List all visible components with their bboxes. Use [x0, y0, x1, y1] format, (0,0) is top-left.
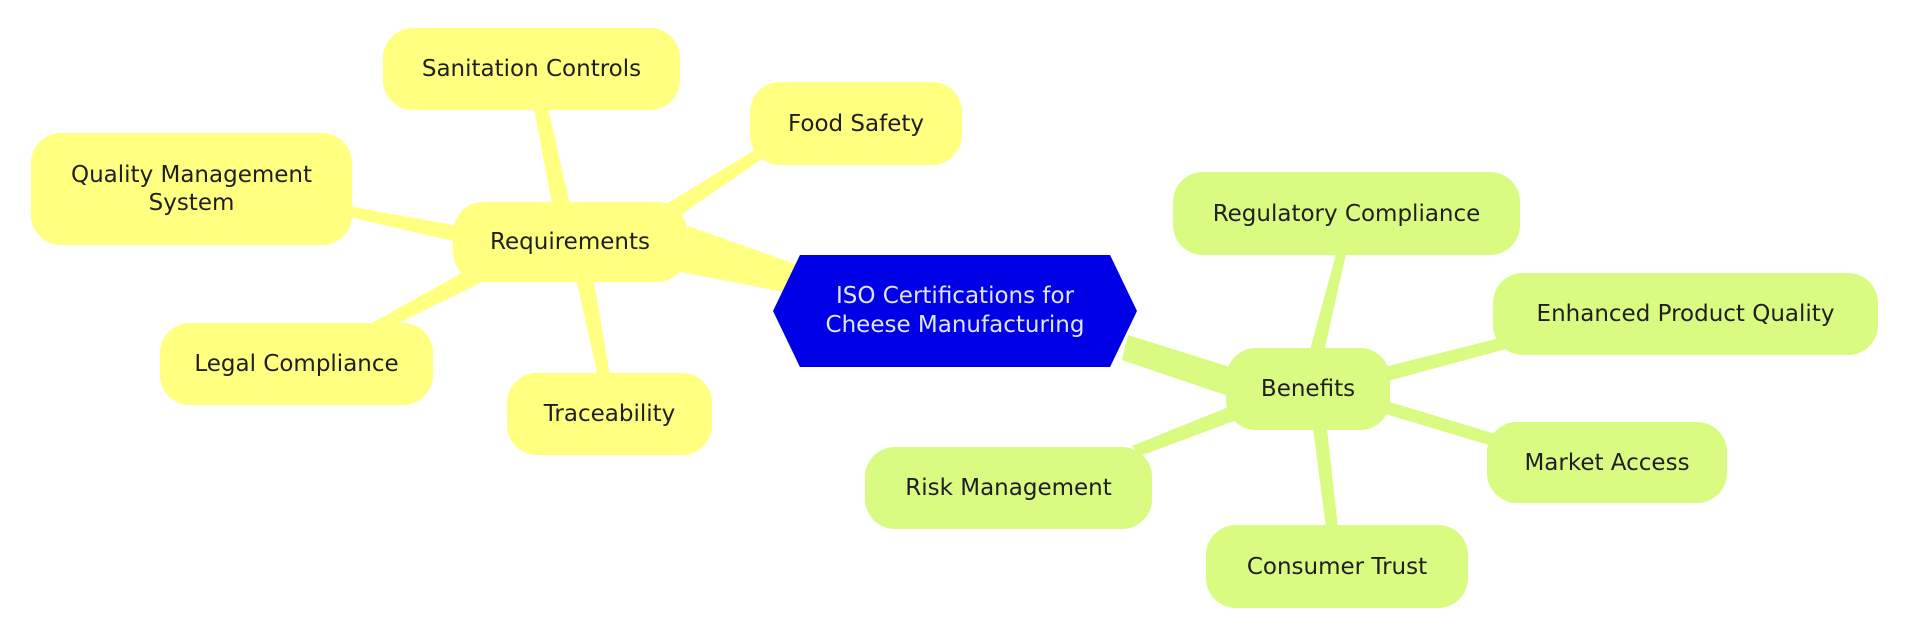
leaf-label: Sanitation Controls: [421, 56, 642, 82]
leaf-label: Risk Management: [905, 475, 1112, 501]
leaf-label: Traceability: [543, 401, 676, 427]
leaf-node-consumer-trust[interactable]: Consumer Trust: [1206, 525, 1468, 608]
leaf-label: Regulatory Compliance: [1212, 200, 1481, 227]
leaf-node-risk-management[interactable]: Risk Management: [865, 447, 1152, 529]
leaf-node-quality-management-system[interactable]: Quality Management System: [31, 133, 352, 245]
requirements-connectors: [345, 108, 812, 376]
branch-node-benefits[interactable]: Benefits: [1226, 348, 1390, 430]
edge-root-requirements: [680, 226, 812, 296]
benefits-connectors: [1122, 254, 1510, 528]
leaf-label: Market Access: [1524, 449, 1690, 476]
leaf-label: Quality Management System: [71, 162, 313, 216]
root-node-label: ISO Certifications for Cheese Manufactur…: [825, 283, 1085, 338]
edge-root-benefits: [1122, 335, 1246, 400]
leaf-node-regulatory-compliance[interactable]: Regulatory Compliance: [1173, 172, 1520, 255]
edge-requirements-legal: [370, 264, 490, 332]
edge-requirements-traceability: [574, 270, 610, 376]
leaf-node-food-safety[interactable]: Food Safety: [750, 82, 962, 165]
edge-benefits-risk: [1132, 404, 1242, 456]
root-node[interactable]: ISO Certifications for Cheese Manufactur…: [773, 255, 1137, 367]
leaf-label: Food Safety: [787, 110, 925, 137]
leaf-node-legal-compliance[interactable]: Legal Compliance: [160, 323, 433, 405]
leaf-node-market-access[interactable]: Market Access: [1487, 422, 1727, 503]
leaf-label: Consumer Trust: [1246, 553, 1428, 580]
edge-benefits-enhanced: [1380, 336, 1510, 382]
leaf-label: Enhanced Product Quality: [1536, 301, 1835, 327]
branch-node-requirements[interactable]: Requirements: [453, 202, 687, 282]
branch-label-benefits: Benefits: [1260, 376, 1356, 402]
branch-label-requirements: Requirements: [490, 229, 650, 255]
edge-benefits-consumer: [1312, 420, 1338, 528]
edge-benefits-market: [1372, 398, 1496, 446]
leaf-node-enhanced-product-quality[interactable]: Enhanced Product Quality: [1493, 273, 1878, 355]
edge-requirements-sanitation: [534, 108, 572, 214]
leaf-label: Legal Compliance: [194, 351, 399, 377]
leaf-node-sanitation-controls[interactable]: Sanitation Controls: [383, 28, 680, 110]
edge-benefits-regulatory: [1310, 254, 1346, 352]
leaf-node-traceability[interactable]: Traceability: [507, 373, 712, 455]
edge-requirements-qms: [345, 206, 470, 244]
